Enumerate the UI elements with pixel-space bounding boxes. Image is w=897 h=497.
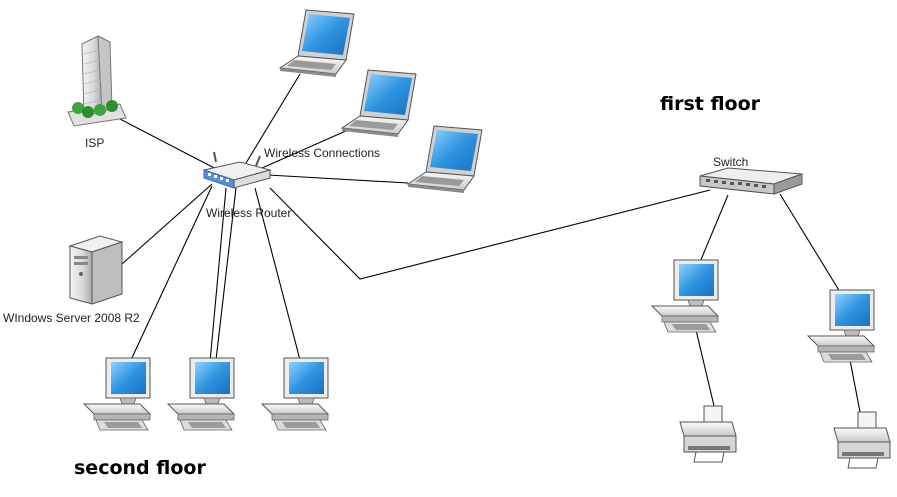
line-router-laptop-2 <box>261 129 349 169</box>
line-router-desktop-2 <box>209 187 227 363</box>
desktop-computer-icon <box>167 357 235 431</box>
line-router-laptop-1 <box>245 73 301 164</box>
line-switch-desktop-1 <box>699 194 729 263</box>
wireless-connections-label: Wireless Connections <box>264 146 381 160</box>
desktop-computer-icon <box>83 357 151 431</box>
connection-lines <box>117 73 861 413</box>
line-router-desktop-3 <box>215 187 237 361</box>
line-desktop-printer-1 <box>695 329 716 411</box>
desktop-computer-icon <box>807 289 875 363</box>
desktop-computer-icon <box>261 357 329 431</box>
isp-label: ISP <box>85 136 105 150</box>
wireless-router-icon <box>202 151 272 189</box>
desktop-computer-icon <box>651 259 719 333</box>
line-desktop-printer-2 <box>849 359 861 413</box>
first-floor-heading: first floor <box>660 93 761 115</box>
server-label: WIndows Server 2008 R2 <box>3 311 140 325</box>
building-icon <box>67 35 127 127</box>
server-tower-icon <box>68 235 124 305</box>
printer-icon <box>679 405 737 463</box>
switch-label: Switch <box>713 155 749 169</box>
line-switch-desktop-2 <box>779 193 841 293</box>
laptop-icon <box>341 69 417 138</box>
second-floor-heading: second floor <box>74 457 206 479</box>
line-router-switch <box>269 187 711 280</box>
wireless-router-label: Wireless Router <box>206 206 292 220</box>
line-router-desktop-4 <box>254 187 301 361</box>
line-isp-router <box>117 117 223 173</box>
line-router-server <box>121 183 213 265</box>
line-router-desktop-1 <box>129 185 213 363</box>
network-switch-icon <box>699 167 803 195</box>
laptop-icon <box>407 125 483 194</box>
printer-icon <box>833 411 891 469</box>
laptop-icon <box>279 9 355 78</box>
line-router-laptop-3 <box>267 174 409 184</box>
